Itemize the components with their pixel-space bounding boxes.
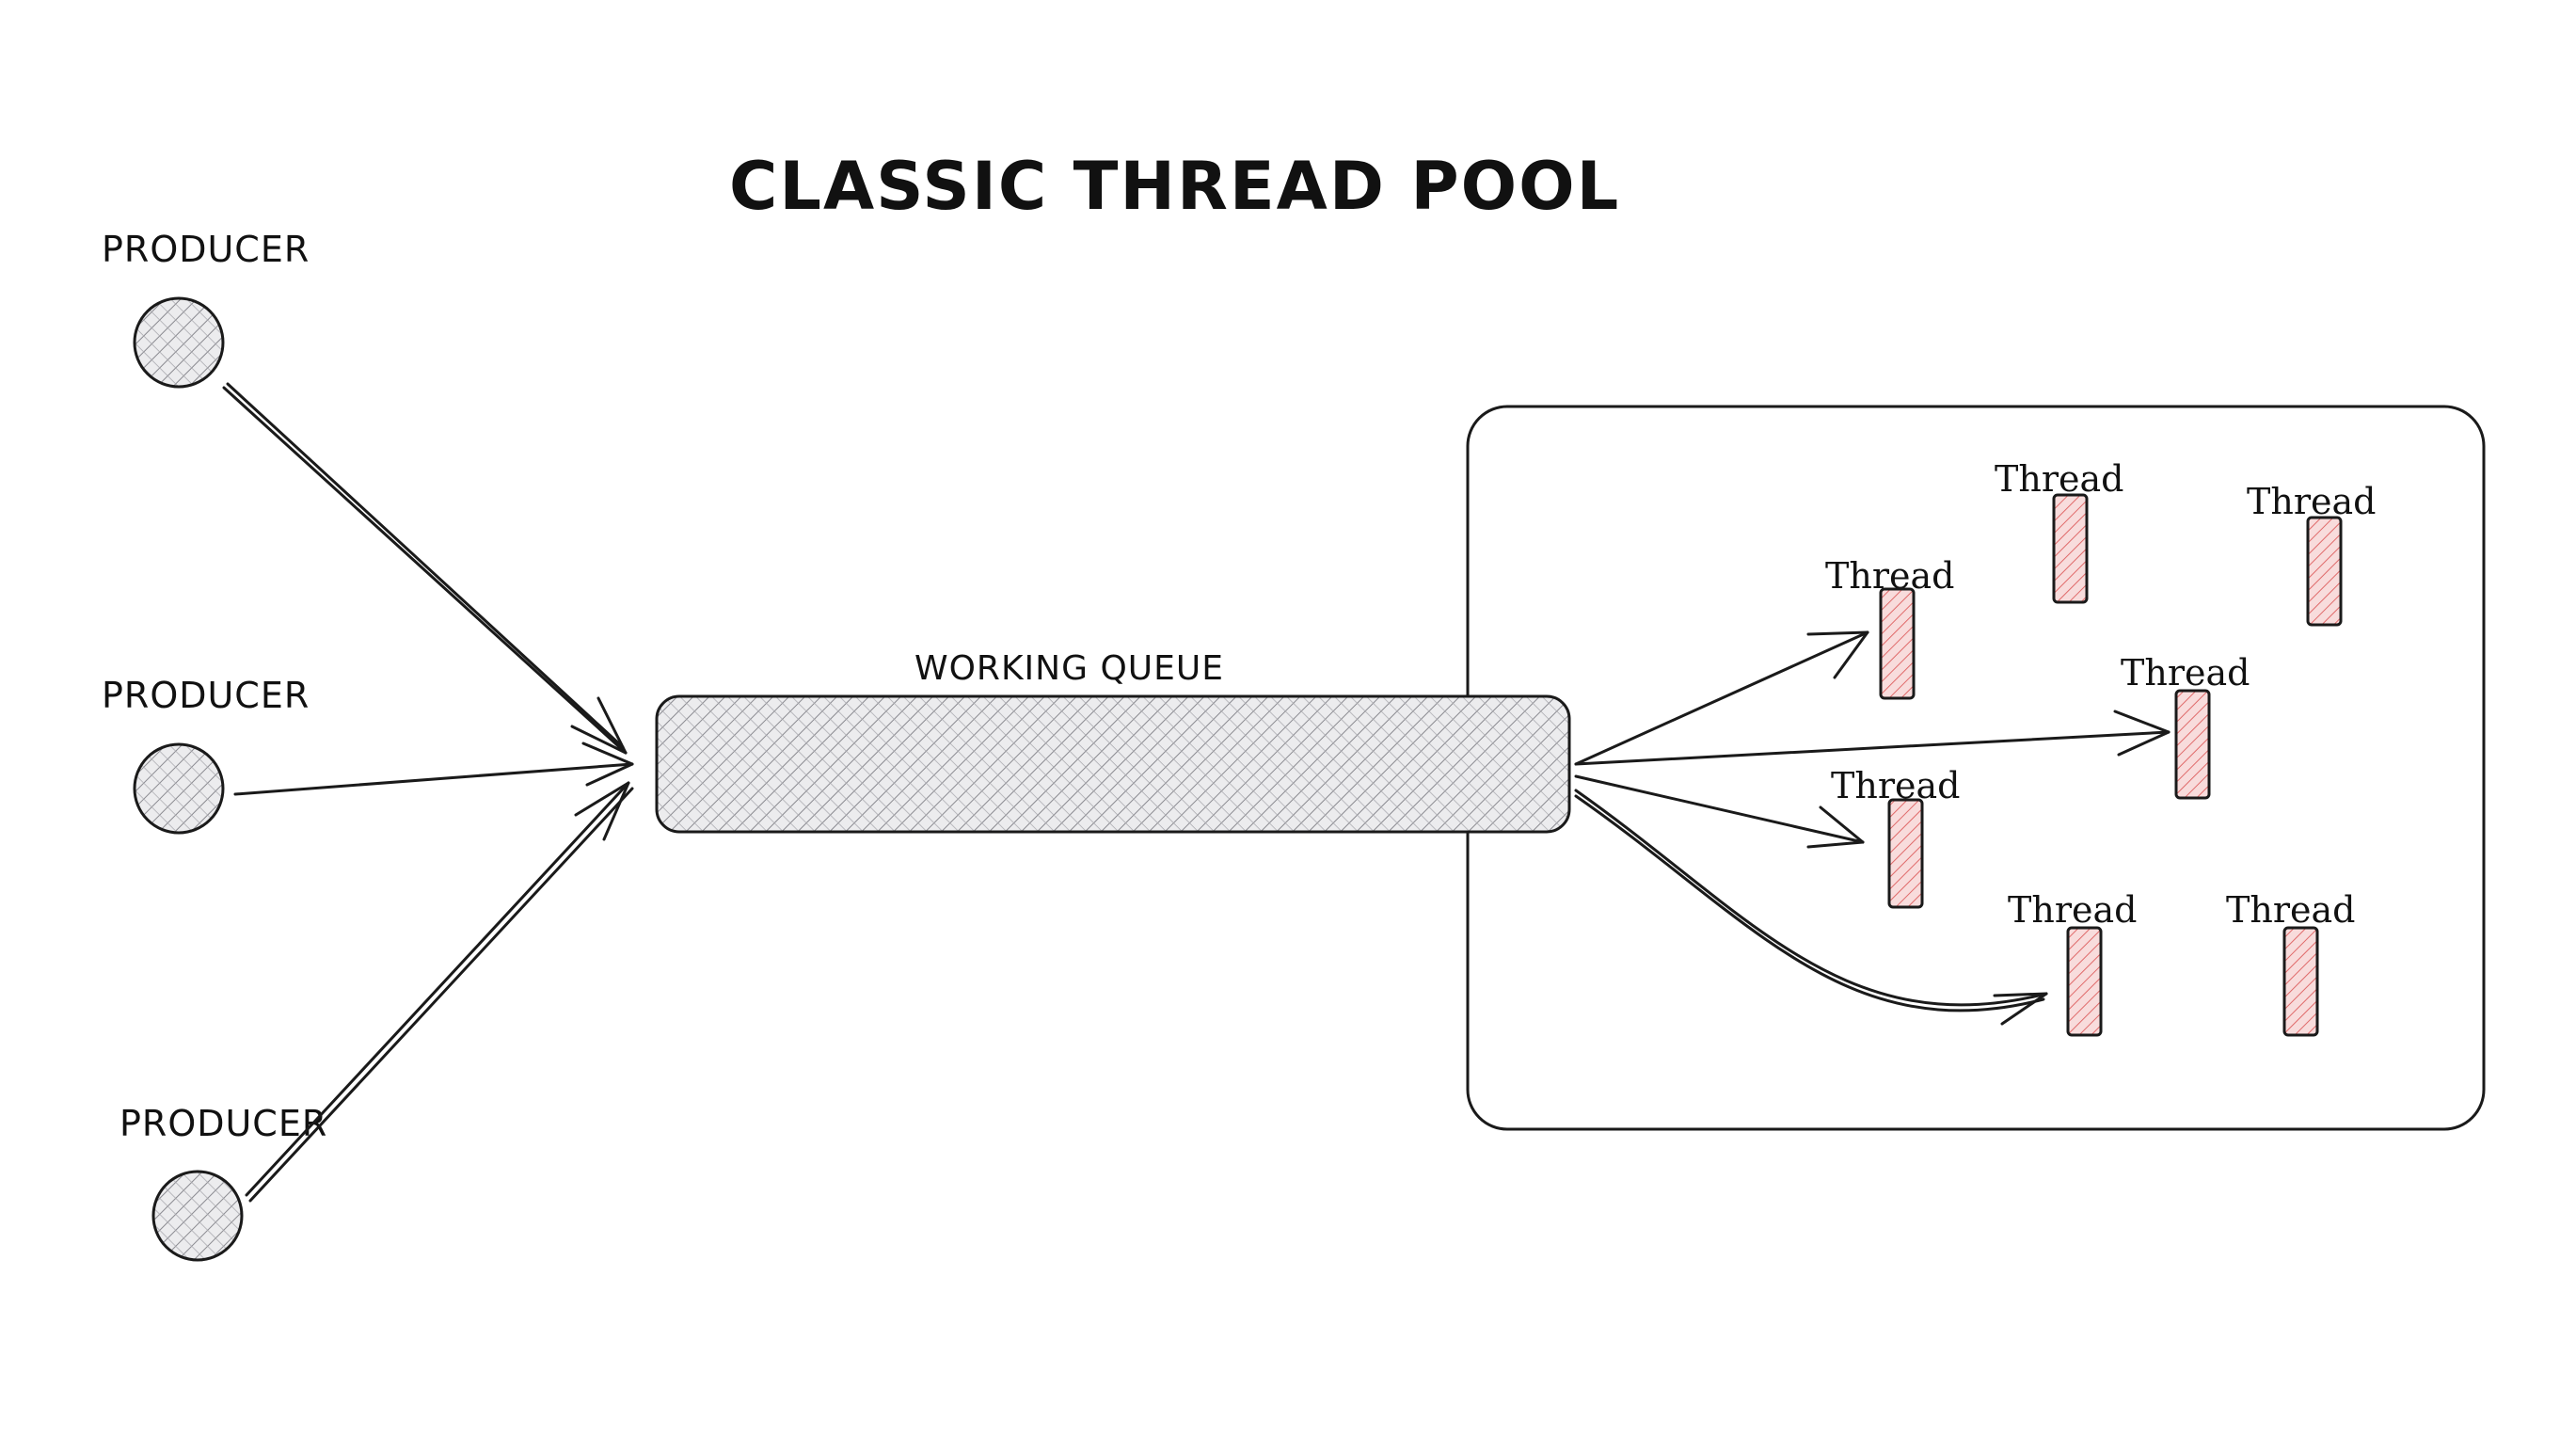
producer-2: PRODUCER xyxy=(102,675,310,835)
thread-bar xyxy=(2174,689,2211,800)
diagram-title: CLASSIC THREAD POOL xyxy=(729,148,1620,225)
producer-3: PRODUCER xyxy=(119,1103,327,1262)
thread-3: Thread xyxy=(2247,481,2376,627)
working-queue-label: WORKING QUEUE xyxy=(914,649,1224,688)
working-queue: WORKING QUEUE xyxy=(655,649,1571,834)
thread-5: Thread xyxy=(1831,765,1960,909)
queue-arrow-2 xyxy=(1574,710,2171,766)
thread-label: Thread xyxy=(2008,889,2137,931)
queue-arrow-3 xyxy=(1574,774,1865,849)
producer-arrow-2 xyxy=(233,741,634,796)
producer-arrow-3 xyxy=(245,781,634,1203)
producer-label: PRODUCER xyxy=(102,229,310,270)
producer-node xyxy=(133,742,225,835)
thread-label: Thread xyxy=(2247,481,2376,522)
producer-node xyxy=(151,1170,244,1262)
thread-label: Thread xyxy=(2121,652,2250,694)
thread-bar xyxy=(1879,587,1916,700)
producer-label: PRODUCER xyxy=(119,1103,327,1144)
producer-1: PRODUCER xyxy=(102,229,310,389)
producer-arrow-1 xyxy=(222,382,628,755)
thread-bar xyxy=(2052,493,2089,604)
thread-6: Thread xyxy=(2008,889,2137,1037)
queue-arrow-1 xyxy=(1574,630,1869,766)
working-queue-bar xyxy=(655,694,1571,834)
thread-label: Thread xyxy=(2226,889,2355,931)
thread-7: Thread xyxy=(2226,889,2355,1037)
thread-bar xyxy=(1887,798,1924,909)
thread-2: Thread xyxy=(1995,458,2123,604)
thread-label: Thread xyxy=(1995,458,2123,500)
thread-bar xyxy=(2306,516,2343,627)
thread-1: Thread xyxy=(1825,555,1954,700)
producer-label: PRODUCER xyxy=(102,675,310,716)
thread-bar xyxy=(2066,926,2103,1037)
thread-bar xyxy=(2282,926,2319,1037)
thread-4: Thread xyxy=(2121,652,2250,800)
producer-node xyxy=(133,296,225,389)
queue-arrow-4 xyxy=(1574,789,2048,1026)
